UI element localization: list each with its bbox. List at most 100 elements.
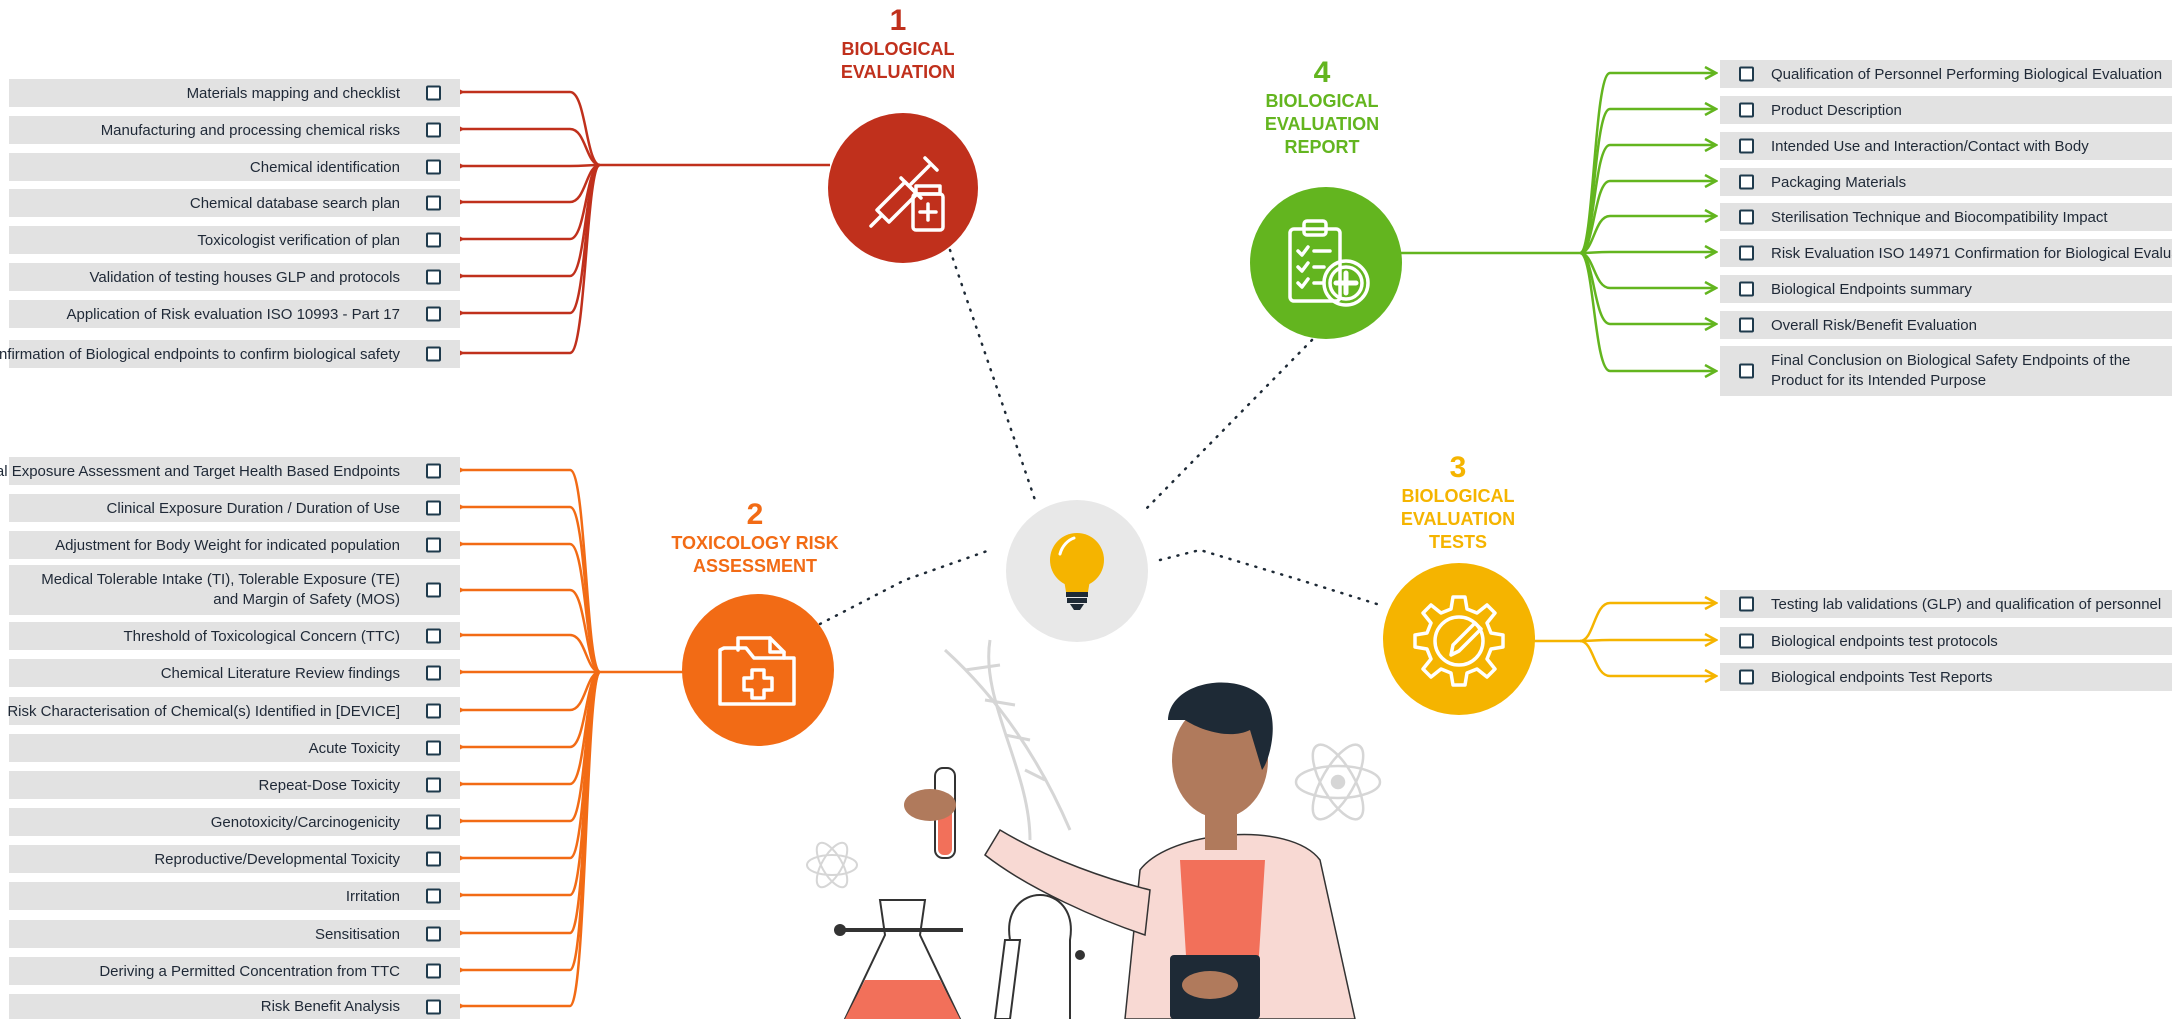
checklist-item-label: Clinical Exposure Duration / Duration of… [106,499,400,517]
checklist-item: Risk Benefit Analysis [9,994,460,1019]
connector-arrow [462,670,601,710]
checklist-item: Biological endpoints test protocols [1720,627,2172,655]
checklist-item-label: Product Description [1771,101,1902,119]
checkbox[interactable] [426,963,441,979]
connector-arrow [462,92,601,167]
checkbox[interactable] [1739,633,1754,649]
checklist-item: Risk Characterisation of Chemical(s) Ide… [7,697,460,725]
checklist-item-label: Validation of testing houses GLP and pro… [89,268,400,286]
checklist-item: Packaging Materials [1720,168,2172,196]
checklist-item-label: Repeat-Dose Toxicity [258,776,400,794]
checkbox[interactable] [426,777,441,793]
section-3-number: 3 [1449,451,1467,484]
checkbox[interactable] [1739,281,1754,297]
checklist-item-label: Deriving a Permitted Concentration from … [99,962,400,980]
checkbox[interactable] [426,926,441,942]
section-1-number: 1 [889,4,907,37]
checkbox[interactable] [1739,66,1754,82]
checkbox[interactable] [426,269,441,285]
checkbox[interactable] [426,122,441,138]
section-3-hub[interactable] [1383,563,1535,715]
checkbox[interactable] [426,628,441,644]
checkbox[interactable] [426,703,441,719]
section-3-title-line: BIOLOGICAL [1401,486,1515,506]
checkbox[interactable] [426,346,441,362]
atom-icon [806,841,858,889]
checkbox[interactable] [426,195,441,211]
checklist-item-label: Application of Risk evaluation ISO 10993… [66,305,400,323]
checkbox[interactable] [426,85,441,101]
checkbox[interactable] [1739,245,1754,261]
checklist-item: Adjustment for Body Weight for indicated… [9,531,460,559]
checkbox[interactable] [426,463,441,479]
checklist-item-label: Risk Characterisation of Chemical(s) Ide… [7,702,400,720]
checkbox[interactable] [1739,596,1754,612]
center-hub[interactable] [1006,500,1148,642]
checklist-item: Manufacturing and processing chemical ri… [9,116,460,144]
syringe-vial-icon [869,156,945,232]
dotted-links [818,248,1382,626]
connector-arrow [462,163,601,202]
clipboard-checklist-icon [1288,219,1370,307]
connector-arrow [462,165,601,166]
section-4-title-line: EVALUATION [1264,114,1380,134]
connector-arrow [1579,251,1716,288]
connector-arrow [462,129,601,167]
scientist-illustration [806,639,1382,1019]
checklist-item-label: Risk Benefit Analysis [260,998,400,1015]
connector-arrow [1579,640,1716,641]
checkbox[interactable] [426,582,441,598]
checklist-item: Chemical identification [9,153,460,181]
checklist-item-label: Biological endpoints test protocols [1771,632,1998,650]
checkbox[interactable] [1739,209,1754,225]
connector-arrow [1579,252,1716,253]
section-1-hub[interactable] [828,113,978,263]
checkbox[interactable] [426,814,441,830]
checklist-item-label: Materials mapping and checklist [186,84,400,102]
connector-arrow [462,163,601,276]
checklist-item: Acute Toxicity [9,734,460,762]
checkbox[interactable] [426,665,441,681]
checklist-item: Risk Evaluation ISO 14971 Confirmation f… [1720,239,2172,267]
checkbox[interactable] [426,999,441,1014]
section-4-number: 4 [1313,56,1331,89]
checkbox[interactable] [426,500,441,516]
checklist-item: Chemical Literature Review findings [9,659,460,687]
checklist-item: Final Conclusion on Biological Safety En… [1720,346,2172,396]
section-4-hub[interactable] [1250,187,1402,339]
checkbox[interactable] [1739,669,1754,685]
checkbox[interactable] [1739,363,1754,379]
connector-arrow [1579,216,1716,255]
connector-arrow [462,670,601,784]
checkbox[interactable] [1739,174,1754,190]
checklist-item-label: Reproductive/Developmental Toxicity [154,850,400,868]
checklist-item-label: Chemical identification [249,158,400,176]
checkbox[interactable] [1739,317,1754,333]
section-2-number: 2 [746,498,764,531]
connector-arrow [462,163,602,353]
checkbox[interactable] [426,232,441,248]
checkbox[interactable] [1739,138,1754,154]
section-3-title: 3 BIOLOGICAL EVALUATION TESTS [1358,451,1558,554]
checkbox[interactable] [426,159,441,175]
section-4-title-line: REPORT [1284,137,1360,157]
section-3-title-line: EVALUATION [1400,509,1516,529]
checkbox[interactable] [426,851,441,867]
checklist-item-label: Packaging Materials [1771,173,1907,191]
checkbox[interactable] [426,888,441,904]
checkbox[interactable] [426,537,441,553]
checkbox[interactable] [1739,102,1754,118]
checklist-item-label: Toxicologist verification of plan [197,231,400,249]
medical-folder-icon [718,636,796,706]
checkbox[interactable] [426,306,441,322]
checklist-item: Reproductive/Developmental Toxicity [9,845,460,873]
connector-arrow [1579,181,1716,255]
checklist-item: Repeat-Dose Toxicity [9,771,460,799]
checklist-item-label: Intended Use and Interaction/Contact wit… [1771,137,2089,155]
checkbox[interactable] [426,740,441,756]
scientist-figure [904,682,1356,1019]
connector-arrow [1579,145,1716,255]
section-2-hub[interactable] [682,594,834,746]
checklist-item-label: Adjustment for Body Weight for indicated… [55,536,400,554]
checklist-item-label: Sensitisation [314,925,400,943]
